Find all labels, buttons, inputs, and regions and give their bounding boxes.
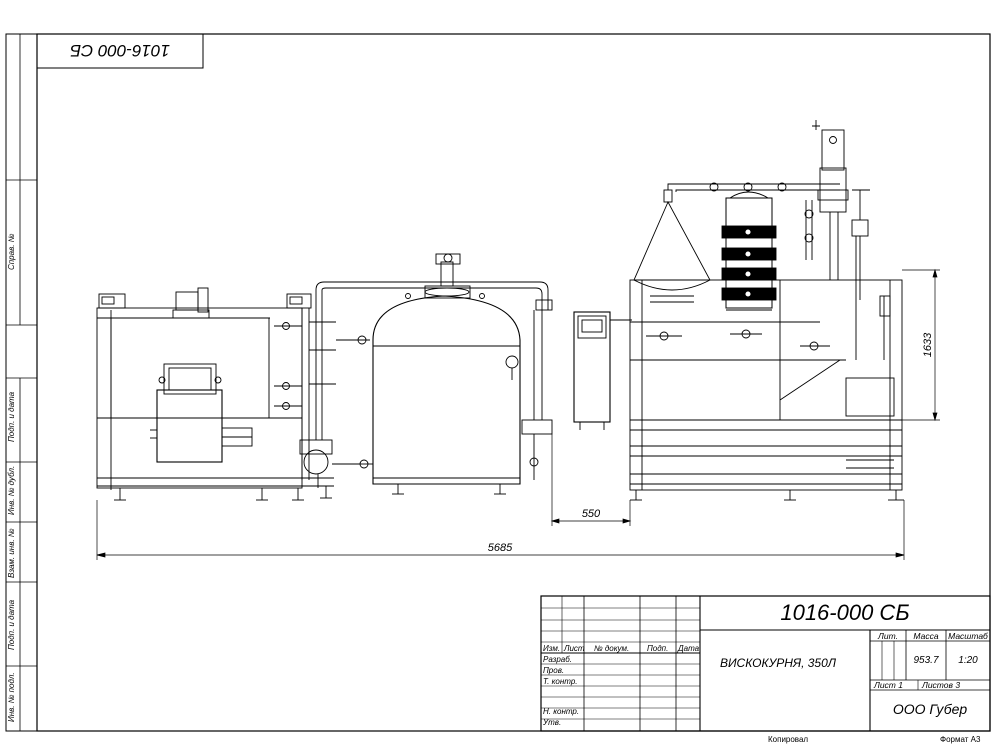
mass-value: 953.7 [913, 655, 938, 666]
boiler [357, 253, 553, 495]
dim-total-length: 5685 [488, 542, 513, 554]
title-block-text: 1016-000 СБ ВИСКОКУРНЯ, 350Л Лит. Масса … [542, 600, 989, 727]
side-label-inv-dubl: Инв. № дубл. [7, 466, 16, 515]
side-label-podp2: Подп. и дата [7, 599, 16, 650]
header-doc: № докум. [594, 644, 629, 653]
header-izm: Изм. [543, 644, 560, 653]
distillation-module [629, 120, 904, 501]
copied-label: Копировал [768, 735, 808, 744]
side-label-inv-podl: Инв. № подл. [7, 672, 16, 722]
role-prov: Пров. [543, 666, 564, 675]
header-sign: Подп. [647, 644, 668, 653]
drawing-code-rotated: 1016-000 СБ [70, 41, 170, 60]
role-nkontr: Н. контр. [543, 707, 579, 716]
control-panel [573, 311, 632, 430]
pump-column [274, 281, 553, 499]
header-mass: Масса [913, 631, 938, 641]
header-date: Дата [677, 644, 700, 653]
side-label-vzam: Взам. инв. № [7, 528, 16, 578]
drawing-title: ВИСКОКУРНЯ, 350Л [720, 656, 837, 670]
side-label-sprav: Справ. № [7, 233, 16, 270]
role-tkontr: Т. контр. [543, 677, 578, 686]
company-name: ООО Губер [893, 701, 968, 717]
side-label-podp1: Подп. и дата [7, 391, 16, 442]
sheets-total: Листов 3 [921, 680, 960, 690]
sheet-number: Лист 1 [873, 680, 903, 690]
role-utv: Утв. [542, 718, 561, 727]
role-razrab: Разраб. [543, 655, 572, 664]
format-label: Формат А3 [940, 735, 981, 744]
title-block [540, 595, 991, 732]
sheet-frame [5, 33, 991, 732]
header-scale: Масштаб [948, 631, 989, 641]
header-lit: Лит. [877, 631, 898, 641]
drawing-code: 1016-000 СБ [780, 600, 909, 625]
dim-gap: 550 [582, 508, 601, 520]
equipment-drawing [96, 120, 904, 501]
side-labels: Справ. № Подп. и дата Инв. № дубл. Взам.… [7, 233, 16, 722]
mash-tank-module [96, 287, 304, 501]
scale-value: 1:20 [958, 655, 978, 666]
header-list: Лист [563, 644, 585, 653]
dim-height: 1633 [922, 332, 934, 357]
dimensions [96, 268, 940, 560]
